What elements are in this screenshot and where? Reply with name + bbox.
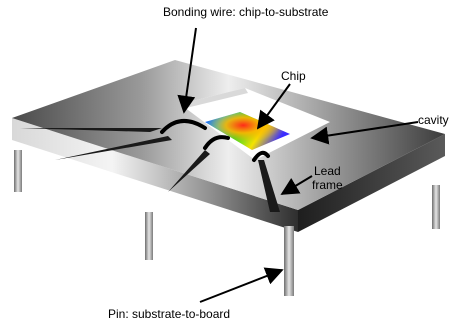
label-lead-frame-2: frame <box>312 178 343 192</box>
pin-arrow <box>200 270 282 302</box>
label-cavity: cavity <box>418 113 449 127</box>
package-body <box>12 60 445 232</box>
pin-front <box>284 226 294 296</box>
label-pin: Pin: substrate-to-board <box>108 307 230 321</box>
pin-back-right <box>432 185 440 229</box>
label-bonding-wire: Bonding wire: chip-to-substrate <box>163 5 329 19</box>
label-lead-frame-1: Lead <box>314 164 341 178</box>
pin-back-left <box>14 150 22 192</box>
label-chip: Chip <box>281 69 306 83</box>
pin-back-middle <box>145 212 153 260</box>
